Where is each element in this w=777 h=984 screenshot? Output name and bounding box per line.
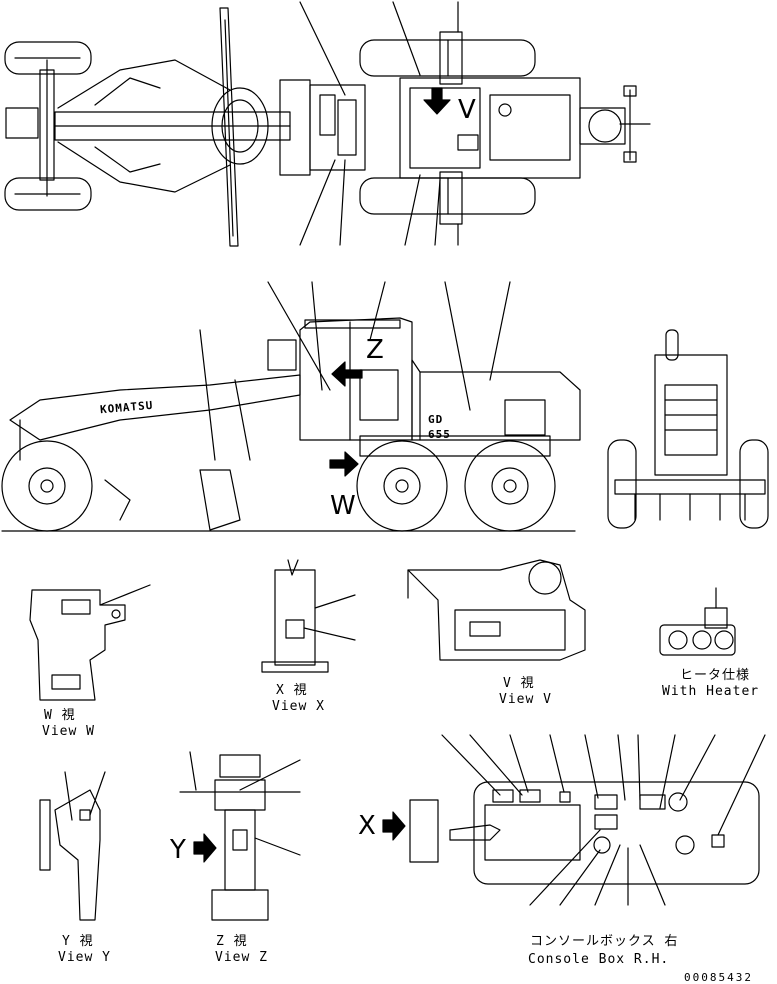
caption-v-en: View V [499, 692, 552, 707]
console-box-detail [441, 734, 766, 906]
view-letter-y: Y [170, 835, 187, 865]
view-letter-z: Z [366, 335, 385, 365]
caption-w-en: View W [42, 724, 95, 739]
view-w-detail [29, 584, 151, 701]
side-view-grader [1, 281, 581, 532]
arrow-x-box [382, 799, 439, 863]
drawing-number: 00085432 [684, 971, 753, 984]
model-mark: GD 655 [428, 413, 451, 441]
caption-x-jp: X 視 [276, 683, 308, 698]
rear-view-grader [607, 329, 769, 529]
caption-console-en: Console Box R.H. [528, 952, 670, 967]
caption-z-en: View Z [215, 950, 268, 965]
view-v-detail [407, 559, 586, 661]
caption-w-jp: W 視 [44, 708, 76, 723]
caption-y-jp: Y 視 [62, 934, 94, 949]
view-x-detail [261, 559, 356, 673]
heater-panel-detail [659, 587, 736, 656]
view-letter-v: V [458, 95, 477, 125]
caption-y-en: View Y [58, 950, 111, 965]
view-letter-x: X [358, 811, 377, 841]
top-view-grader [4, 1, 651, 247]
caption-x-en: View X [272, 699, 325, 714]
view-letter-w: W [330, 491, 357, 521]
view-y-detail [39, 771, 106, 921]
caption-v-jp: V 視 [503, 676, 535, 691]
view-z-detail [179, 751, 301, 921]
caption-heater-en: With Heater [662, 684, 760, 699]
caption-z-jp: Z 視 [216, 934, 248, 949]
caption-heater-jp: ヒータ仕様 [680, 668, 751, 683]
caption-console-jp: コンソールボックス 右 [530, 934, 679, 949]
